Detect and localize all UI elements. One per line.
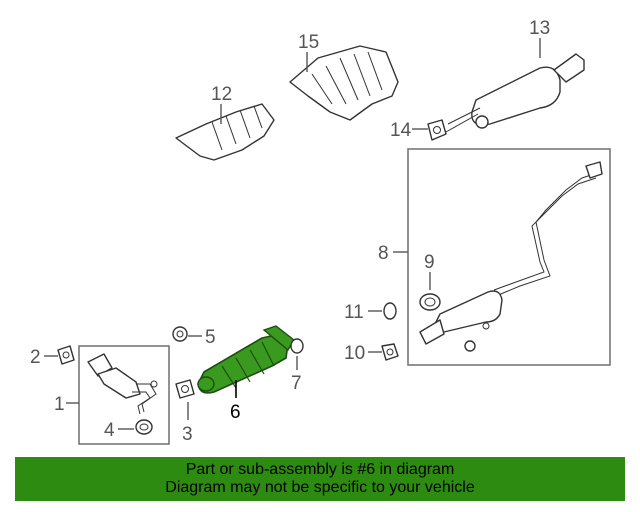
callout-8[interactable]: 8 xyxy=(378,243,389,264)
part-15-heat-shield[interactable] xyxy=(289,45,399,121)
callout-12[interactable]: 12 xyxy=(211,84,232,105)
assembly-8-box xyxy=(407,148,611,366)
part-12-heat-shield[interactable] xyxy=(175,103,275,161)
part-3-gasket[interactable] xyxy=(175,379,195,399)
part-11-hanger[interactable] xyxy=(383,302,397,320)
part-5-seal[interactable] xyxy=(172,326,188,342)
part-9-hanger-ring[interactable] xyxy=(419,293,441,311)
part-13-muffler[interactable] xyxy=(445,53,585,133)
callout-3[interactable]: 3 xyxy=(182,424,193,445)
callout-14[interactable]: 14 xyxy=(390,120,412,141)
callout-1[interactable]: 1 xyxy=(54,394,65,415)
callout-11[interactable]: 11 xyxy=(344,302,364,323)
part-2-gasket[interactable] xyxy=(57,345,75,365)
callout-4[interactable]: 4 xyxy=(104,420,115,441)
callout-15[interactable]: 15 xyxy=(298,32,319,53)
callout-10[interactable]: 10 xyxy=(344,343,365,364)
banner-line-1: Part or sub-assembly is #6 in diagram xyxy=(185,461,455,478)
part-14-gasket[interactable] xyxy=(427,119,447,141)
part-10-gasket[interactable] xyxy=(381,343,399,361)
callout-7[interactable]: 7 xyxy=(291,373,302,394)
part-6-catalytic-converter[interactable] xyxy=(197,325,295,394)
part-4-seal[interactable] xyxy=(135,419,153,435)
assembly-1-box xyxy=(78,345,170,445)
part-1-front-pipe[interactable] xyxy=(87,353,158,415)
callout-13[interactable]: 13 xyxy=(529,18,550,39)
callout-5[interactable]: 5 xyxy=(205,327,216,348)
callout-2[interactable]: 2 xyxy=(30,347,41,368)
part-7-nut[interactable] xyxy=(290,338,304,354)
banner-line-2: Diagram may not be specific to your vehi… xyxy=(165,479,475,496)
info-banner: Part or sub-assembly is #6 in diagram Di… xyxy=(15,457,625,501)
part-8-center-pipe[interactable] xyxy=(419,161,603,352)
callout-6[interactable]: 6 xyxy=(230,402,241,423)
callout-9[interactable]: 9 xyxy=(424,252,435,273)
